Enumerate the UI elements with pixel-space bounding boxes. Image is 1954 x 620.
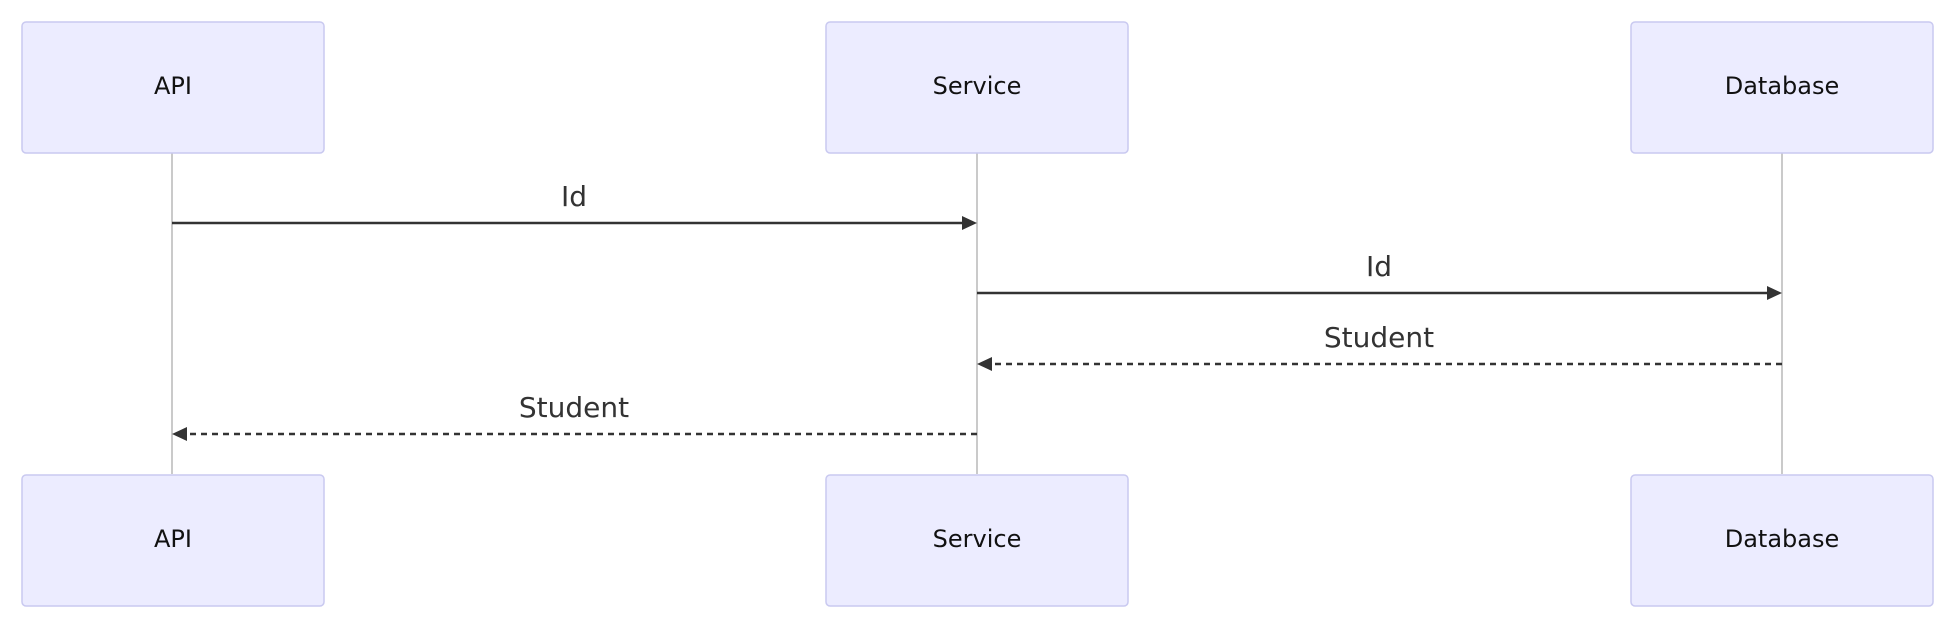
message-database-to-service: Student [977,321,1782,371]
participant-top-database: Database [1630,21,1934,154]
arrowhead-icon [172,427,187,441]
message-api-to-service: Id [172,180,977,230]
participant-label: API [154,72,192,100]
participant-bottom-service: Service [825,474,1129,607]
participant-label: Service [933,525,1022,553]
arrowhead-icon [962,216,977,230]
participant-top-service: Service [825,21,1129,154]
message-service-to-database: Id [977,250,1782,300]
participant-label: Service [933,72,1022,100]
participant-top-api: API [21,21,325,154]
message-service-to-api: Student [172,391,977,441]
message-label: Id [561,180,587,213]
participant-label: Database [1725,72,1840,100]
message-label: Student [1324,321,1434,354]
arrowhead-icon [1767,286,1782,300]
participant-bottom-api: API [21,474,325,607]
participant-label: Database [1725,525,1840,553]
participant-bottom-database: Database [1630,474,1934,607]
message-label: Student [519,391,629,424]
message-label: Id [1366,250,1392,283]
participant-label: API [154,525,192,553]
arrowhead-icon [977,357,992,371]
